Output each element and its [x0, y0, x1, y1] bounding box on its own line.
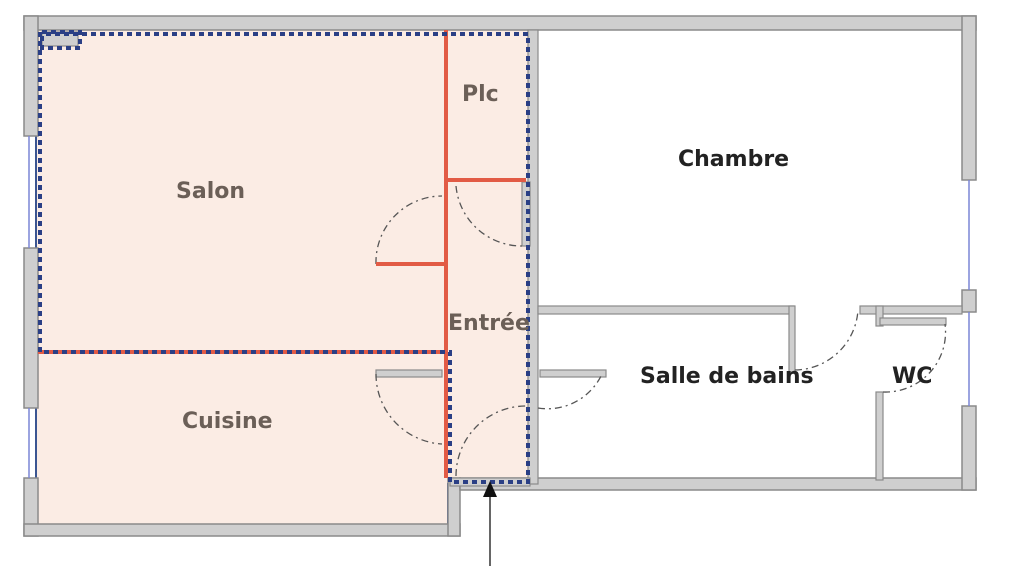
highlight-zone — [35, 25, 535, 528]
windows — [28, 136, 970, 478]
room-label-chambre: Chambre — [678, 147, 790, 172]
door-arcs — [375, 185, 947, 477]
outer-walls — [23, 15, 977, 537]
room-label-plc: Plc — [462, 82, 499, 107]
room-label-cuisine: Cuisine — [182, 409, 273, 434]
dotted-outline — [38, 30, 530, 484]
room-label-salle-de-bains: Salle de bains — [640, 364, 814, 389]
room-label-entree: Entrée — [448, 311, 530, 336]
room-label-salon: Salon — [176, 179, 246, 204]
arrow-up-icon — [483, 481, 497, 566]
room-label-wc: WC — [892, 364, 933, 389]
